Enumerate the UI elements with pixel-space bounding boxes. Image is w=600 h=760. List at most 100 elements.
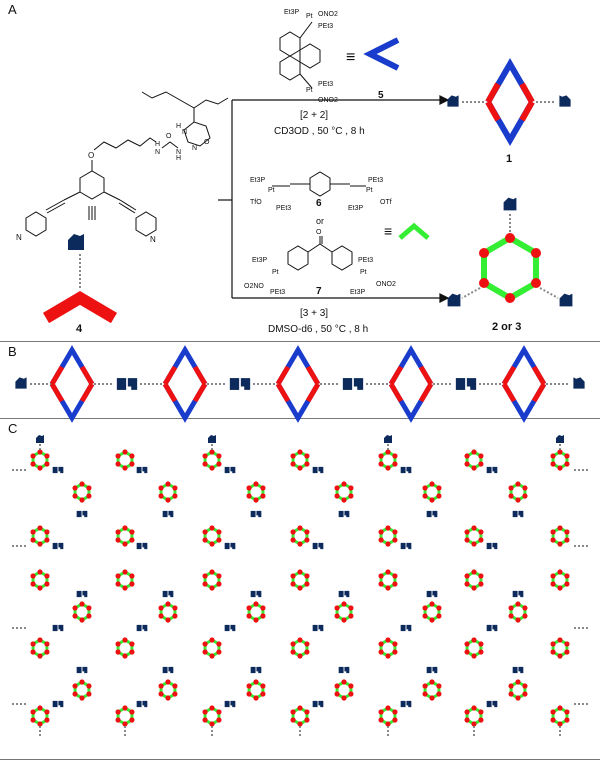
- ketone-o: O: [316, 229, 322, 236]
- hexagon-macrocycle: [550, 569, 570, 591]
- dimer-pair: [312, 700, 324, 708]
- hexagon-macrocycle: [508, 601, 528, 623]
- compound-5-pt-labels: Et3P Pt ONO2 PEt3 PEt3 Pt ONO2: [284, 9, 338, 104]
- dimer-pair: [250, 590, 262, 598]
- dimer-pair: [312, 624, 324, 632]
- hexagon-macrocycle: [422, 601, 442, 623]
- hexagon-macrocycle: [334, 601, 354, 623]
- hexagon-macrocycle: [158, 679, 178, 701]
- svg-text:H: H: [176, 123, 181, 130]
- panel-a-label: A: [8, 2, 17, 17]
- hexagon-macrocycle: [30, 637, 50, 659]
- hexagon-macrocycle: [464, 449, 484, 471]
- end-cap: [15, 377, 27, 389]
- hexagon-macrocycle: [246, 481, 266, 503]
- compound-4-label: 4: [76, 323, 83, 335]
- dimer-pair: [136, 700, 148, 708]
- dimer-pair: [400, 466, 412, 474]
- hexagon-macrocycle: [115, 525, 135, 547]
- svg-text:O: O: [166, 133, 172, 140]
- linear-polymer: [15, 345, 585, 423]
- svg-text:Pt: Pt: [306, 87, 313, 94]
- svg-text:PEt3: PEt3: [318, 23, 333, 30]
- svg-text:Et3P: Et3P: [348, 205, 364, 212]
- svg-text:N: N: [150, 235, 156, 244]
- svg-text:PEt3: PEt3: [276, 205, 291, 212]
- hexagon-macrocycle: [202, 569, 222, 591]
- compound-6-label: 6: [316, 198, 322, 209]
- svg-text:N: N: [182, 129, 187, 136]
- panel-c-label: C: [8, 421, 18, 436]
- svg-text:Et3P: Et3P: [252, 257, 268, 264]
- hexagon-macrocycle: [550, 525, 570, 547]
- upper-condition-2: CD3OD , 50 °C , 8 h: [274, 126, 365, 137]
- dimer-pair: [338, 510, 350, 518]
- svg-text:PEt3: PEt3: [358, 257, 373, 264]
- hexagon-macrocycle: [290, 569, 310, 591]
- blue-chevron-5: [363, 37, 400, 71]
- svg-text:N: N: [176, 149, 181, 156]
- dimer-pair: [250, 666, 262, 674]
- svg-text:ONO2: ONO2: [318, 11, 338, 18]
- hexagon-macrocycle: [290, 525, 310, 547]
- upper-condition-1: [2 + 2]: [300, 110, 328, 121]
- hexagon-macrocycle: [334, 679, 354, 701]
- panel-a: A: [0, 2, 600, 342]
- lower-condition-2: DMSO-d6 , 50 °C , 8 h: [268, 324, 368, 335]
- compound-6-structure: [272, 171, 366, 197]
- hexagon-macrocycle: [202, 637, 222, 659]
- hexagon-macrocycle: [115, 569, 135, 591]
- end-cap: [208, 435, 216, 443]
- svg-text:O2NO: O2NO: [244, 283, 264, 290]
- svg-text:TfO: TfO: [250, 199, 262, 206]
- hexagon-macrocycle: [550, 705, 570, 727]
- dimer-pair: [162, 590, 174, 598]
- svg-text:OTf: OTf: [380, 199, 392, 206]
- reaction-arrows: [218, 95, 450, 303]
- svg-text:Pt: Pt: [360, 269, 367, 276]
- product-1-label: 1: [506, 153, 512, 165]
- compound-7-structure: [287, 236, 353, 271]
- dimer-pair: [400, 700, 412, 708]
- svg-text:PEt3: PEt3: [270, 289, 285, 296]
- hexagon-macrocycle: [550, 637, 570, 659]
- hexagon-macrocycle: [422, 679, 442, 701]
- hexagon-macrocycle: [158, 481, 178, 503]
- svg-text:O: O: [204, 139, 210, 146]
- end-cap: [36, 435, 44, 443]
- hexagon-macrocycle: [30, 705, 50, 727]
- panel-b: B: [0, 341, 600, 420]
- svg-text:PEt3: PEt3: [368, 177, 383, 184]
- hexagon-macrocycle: [290, 449, 310, 471]
- rhombus-macrocycle: [162, 345, 208, 423]
- hexagon-macrocycle: [202, 449, 222, 471]
- dimer-pair: [426, 590, 438, 598]
- rhombus-macrocycle: [501, 345, 547, 423]
- svg-text:N: N: [192, 145, 197, 152]
- hexagon-macrocycle: [378, 525, 398, 547]
- hexagon-macrocycle: [464, 637, 484, 659]
- end-cap: [573, 377, 585, 389]
- svg-text:O: O: [88, 151, 94, 160]
- dimer-pair: [162, 666, 174, 674]
- compound-6-pt-labels: Et3P Pt TfO PEt3 PEt3 Pt OTf Et3P: [250, 177, 392, 212]
- compound-5-label: 5: [378, 90, 384, 101]
- dimer-pair: [338, 666, 350, 674]
- dimer-pair: [342, 378, 364, 390]
- compound-7-pt-labels: Et3P Pt O2NO PEt3 PEt3 Pt ONO2 Et3P: [244, 257, 396, 296]
- dimer-pair: [224, 542, 236, 550]
- svg-text:Pt: Pt: [366, 187, 373, 194]
- svg-text:H: H: [176, 155, 181, 162]
- dimer-pair: [512, 510, 524, 518]
- equiv-symbol-67: ≡: [384, 223, 392, 239]
- svg-text:PEt3: PEt3: [318, 81, 333, 88]
- hexagon-macrocycle: [464, 525, 484, 547]
- hexagon-macrocycle: [334, 481, 354, 503]
- svg-text:Et3P: Et3P: [284, 9, 300, 16]
- hexagon-macrocycle: [290, 705, 310, 727]
- hexagon-macrocycle: [422, 481, 442, 503]
- compound-5-structure: [279, 21, 321, 89]
- dimer-pair: [512, 590, 524, 598]
- rhombus-macrocycle: [275, 345, 321, 423]
- dimer-pair: [136, 542, 148, 550]
